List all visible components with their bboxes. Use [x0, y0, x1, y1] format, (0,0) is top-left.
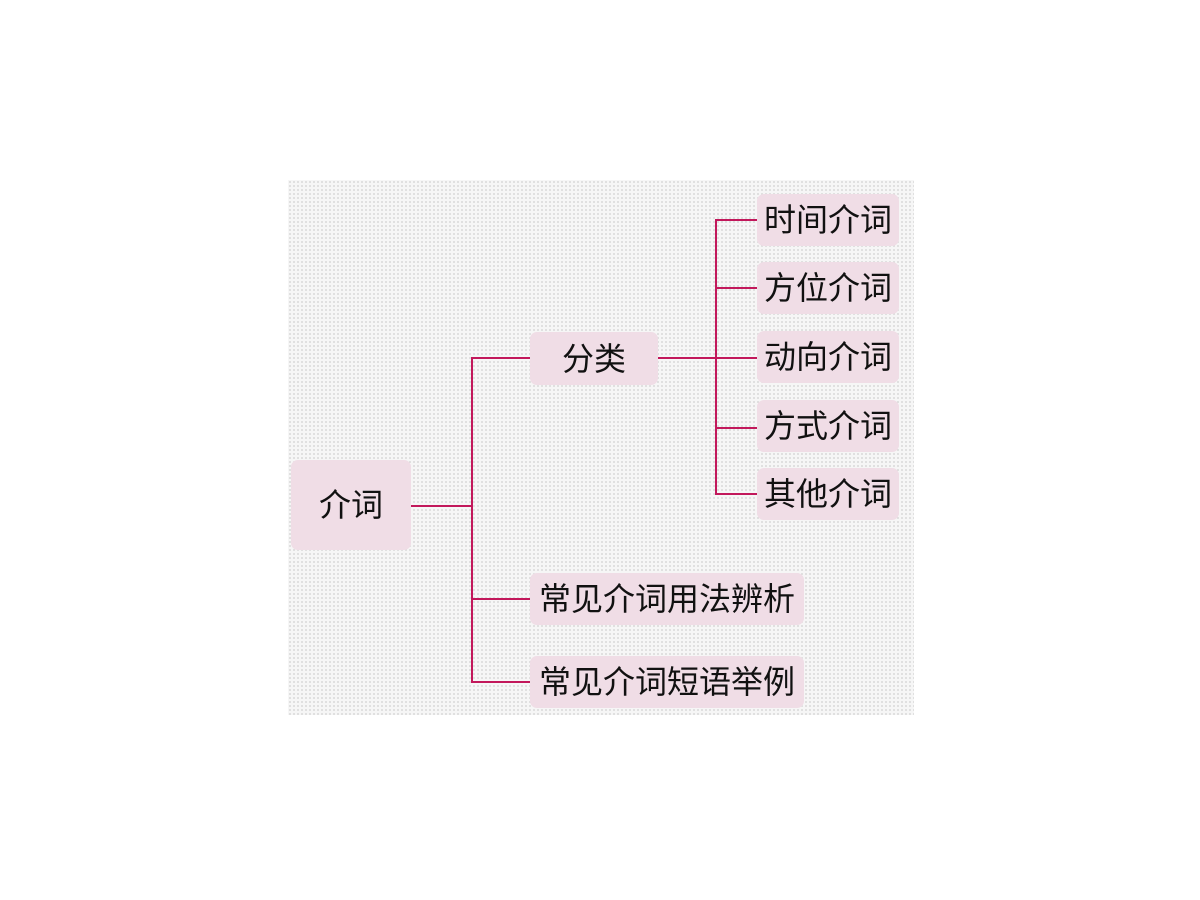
- leaf-node-other: 其他介词: [757, 468, 899, 520]
- leaf-node-label: 方式介词: [763, 407, 892, 445]
- leaf-node-label: 方位介词: [763, 269, 892, 307]
- leaf-node-position: 方位介词: [757, 262, 899, 314]
- branch-node-label: 分类: [561, 339, 626, 378]
- root-node: 介词: [291, 460, 411, 550]
- branch-node-phrases: 常见介词短语举例: [530, 656, 804, 708]
- branch-node-label: 常见介词短语举例: [538, 663, 795, 701]
- leaf-node-label: 时间介词: [763, 201, 892, 239]
- branch-node-label: 常见介词用法辨析: [538, 580, 795, 618]
- branch-node-classification: 分类: [530, 332, 658, 385]
- leaf-node-direction: 动向介词: [757, 331, 899, 383]
- leaf-node-time: 时间介词: [757, 194, 899, 246]
- root-node-label: 介词: [318, 486, 383, 524]
- leaf-node-label: 其他介词: [763, 475, 892, 513]
- leaf-node-label: 动向介词: [763, 338, 892, 376]
- leaf-node-manner: 方式介词: [757, 400, 899, 452]
- branch-node-usage: 常见介词用法辨析: [530, 573, 804, 625]
